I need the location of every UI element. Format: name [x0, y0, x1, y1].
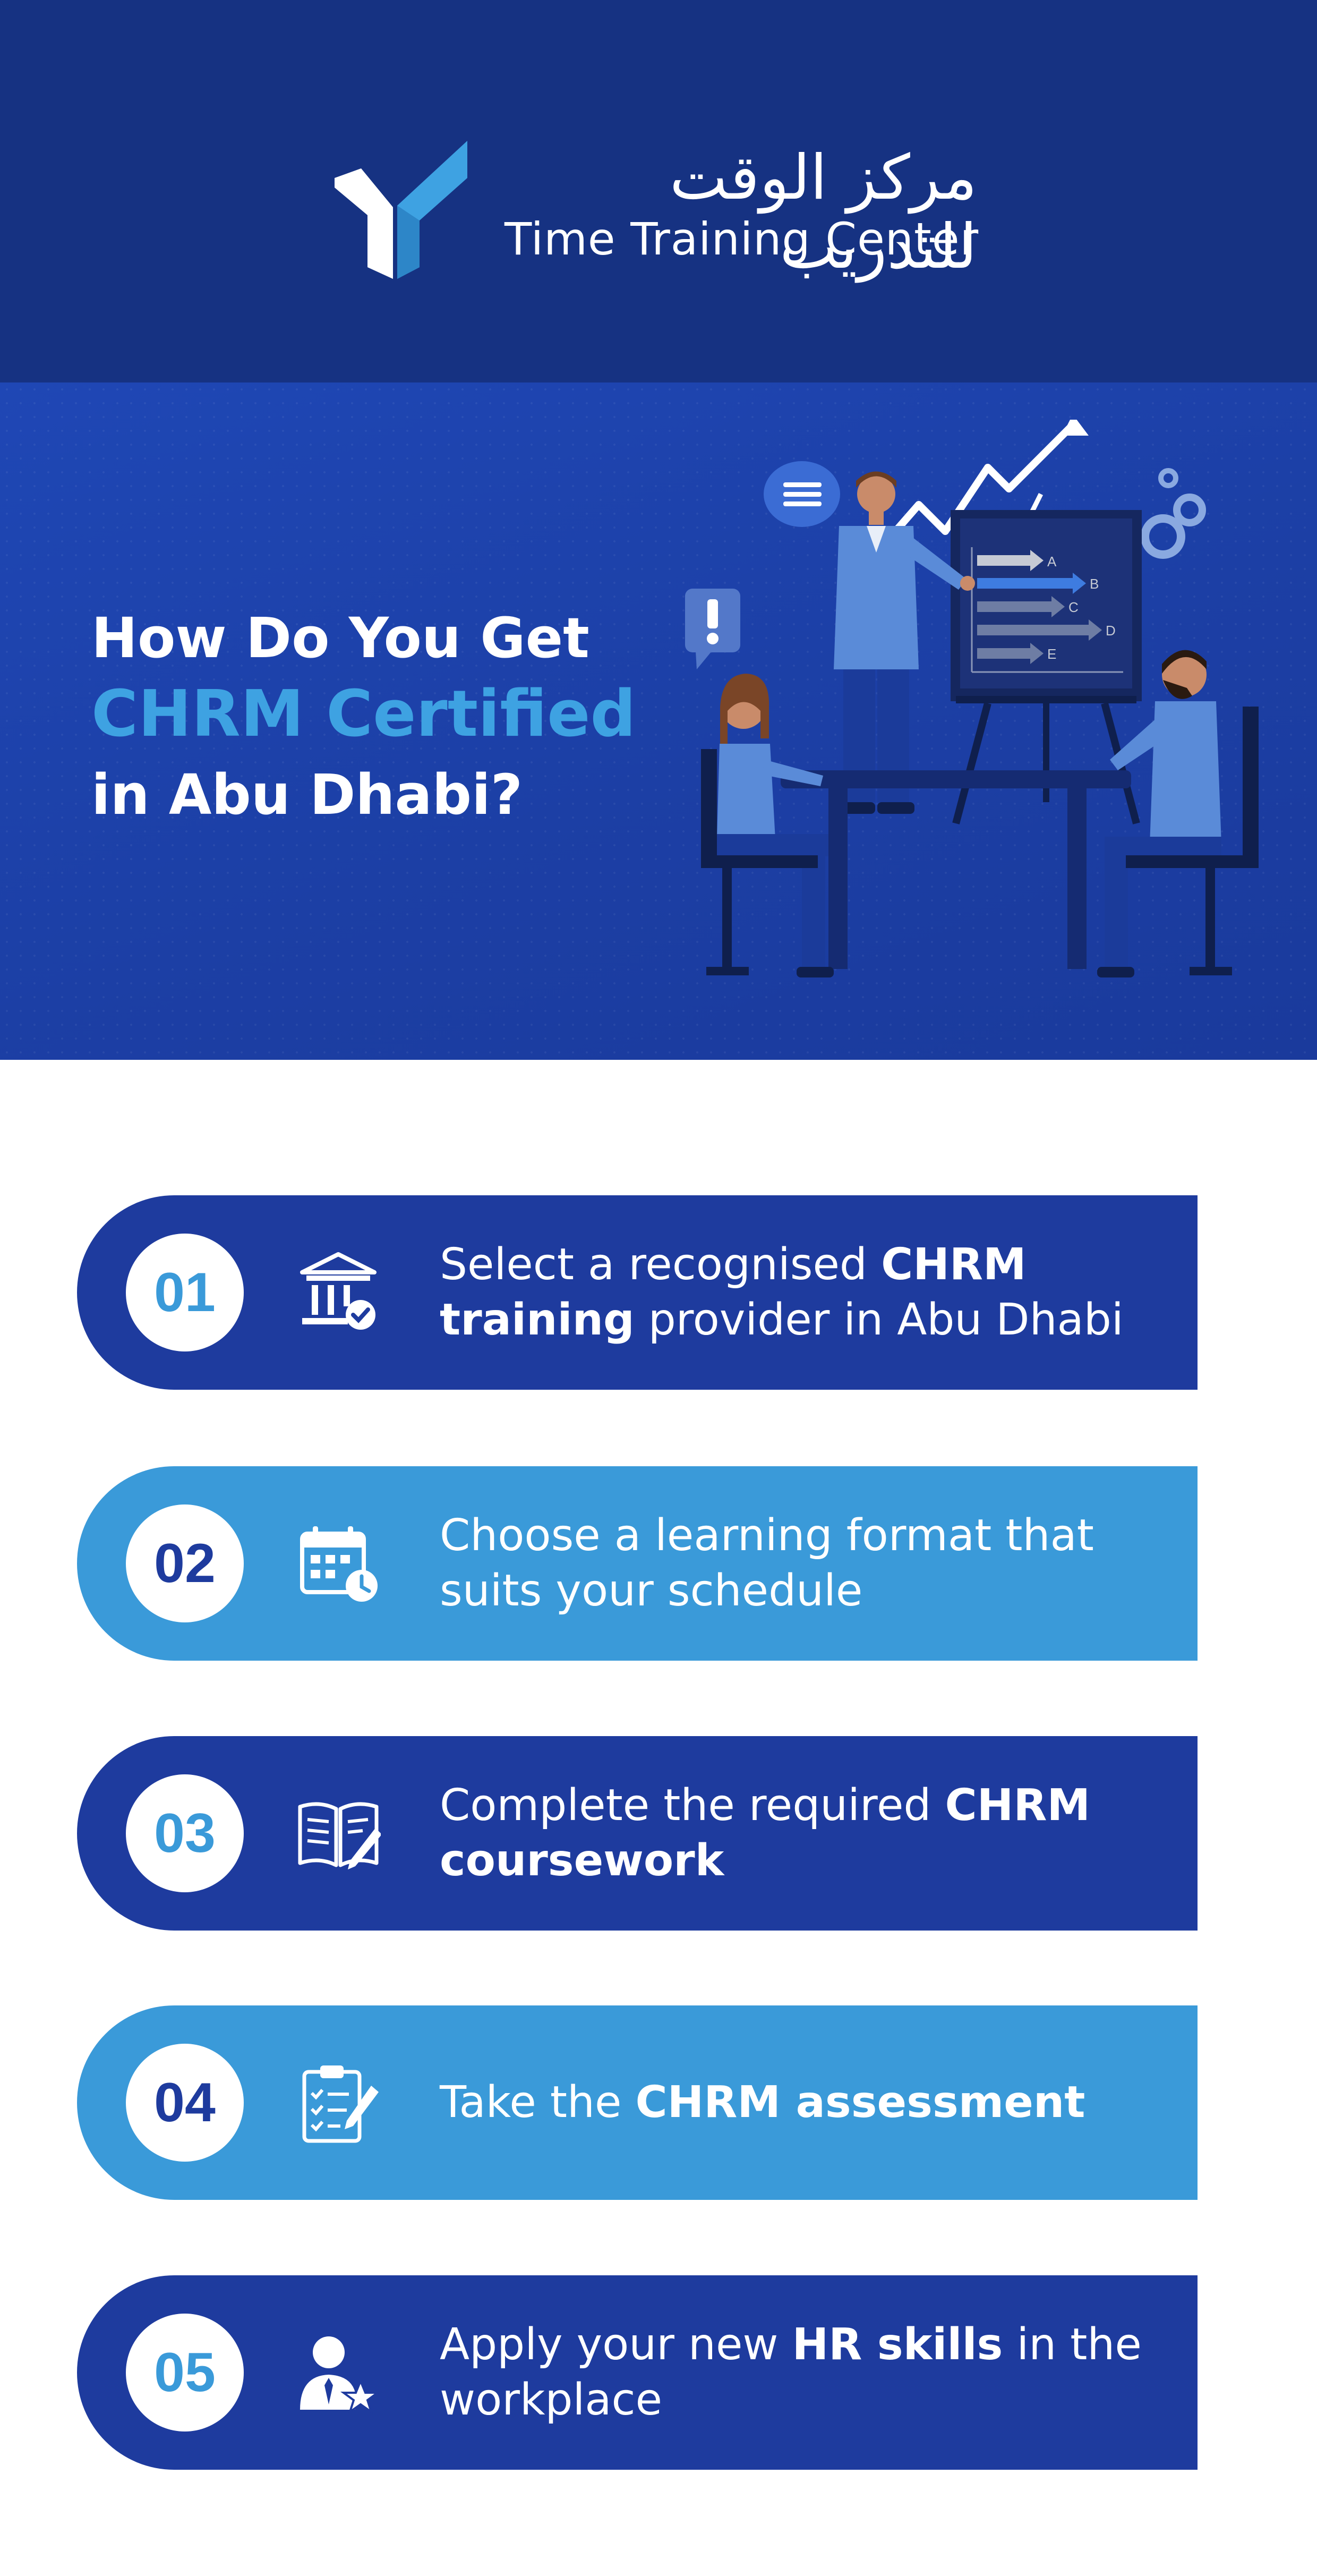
user-star-icon: [300, 2336, 381, 2415]
step-text-run: in the: [1003, 2319, 1142, 2370]
brand-english-name: Time Training Center: [504, 213, 979, 265]
step-text-bold: CHRM assessment: [635, 2077, 1085, 2128]
hero-dot-pattern: [0, 382, 1317, 1060]
step-number: 03: [126, 1774, 244, 1892]
book-pen-icon: [298, 1802, 381, 1869]
step-text-bold: training: [440, 1295, 635, 1345]
institution-check-icon: [300, 1252, 377, 1330]
man-figure: [1097, 650, 1259, 977]
step-text: Apply your new HR skills in the workplace: [440, 2275, 1183, 2470]
step-4: 04 Take the CHRM assessment: [77, 2005, 1198, 2200]
step-text-run: Take the: [440, 2077, 636, 2128]
hero-section: [0, 382, 1317, 1060]
clipboard-checklist-icon: [302, 2065, 379, 2143]
exclamation-icon: [685, 589, 740, 669]
step-1: 01 Select a recognised CHRM training prov…: [77, 1195, 1198, 1390]
step-text: Complete the required CHRM coursework: [440, 1736, 1183, 1931]
meeting-illustration: A B C D E: [685, 420, 1259, 977]
calendar-clock-icon: [300, 1526, 378, 1602]
step-text: Take the CHRM assessment: [440, 2005, 1183, 2200]
hero-title-highlight: CHRM Certified: [91, 677, 636, 751]
brand-arabic-name: مركز الوقت للتدريب: [669, 142, 977, 283]
menu-icon: [764, 461, 840, 527]
step-text-bold: HR skills: [792, 2319, 1003, 2370]
chart-label-b: B: [1090, 576, 1099, 592]
step-text-bold: CHRM: [881, 1239, 1027, 1290]
step-text-bold: CHRM: [945, 1780, 1091, 1831]
gear-icon: [1141, 468, 1206, 559]
step-5: 05 Apply your new HR skills in the workpl…: [77, 2275, 1198, 2470]
step-text-run: Complete the required: [440, 1780, 945, 1831]
step-number: 01: [126, 1234, 244, 1351]
step-3: 03 Complete the required CHRM coursework: [77, 1736, 1198, 1931]
step-text-run: Choose a learning format that: [440, 1510, 1094, 1561]
time-training-logo-icon: [335, 141, 467, 279]
chart-label-d: D: [1106, 623, 1116, 639]
woman-figure: [701, 674, 834, 977]
presentation-board: A B C D E: [951, 510, 1142, 824]
step-text-run: workplace: [440, 2375, 663, 2425]
hero-title-line-1: How Do You Get: [91, 606, 589, 670]
header-banner: مركز الوقت للتدريب Time Training Center: [0, 0, 1317, 382]
hero-title-line-3: in Abu Dhabi?: [91, 762, 523, 827]
step-text: Select a recognised CHRM training provide…: [440, 1195, 1183, 1390]
step-text-bold: coursework: [440, 1835, 724, 1886]
step-text-run: provider in Abu Dhabi: [634, 1295, 1124, 1345]
step-number: 05: [126, 2314, 244, 2432]
meeting-table: [781, 770, 1131, 969]
chart-label-c: C: [1068, 599, 1079, 615]
step-text-run: Select a recognised: [440, 1239, 882, 1290]
presenter-figure: [834, 471, 975, 814]
step-text-run: suits your schedule: [440, 1566, 863, 1616]
step-number: 02: [126, 1504, 244, 1622]
chart-label-a: A: [1047, 554, 1057, 569]
chart-label-e: E: [1047, 646, 1056, 662]
step-number: 04: [126, 2044, 244, 2162]
step-text-run: Apply your new: [440, 2319, 792, 2370]
